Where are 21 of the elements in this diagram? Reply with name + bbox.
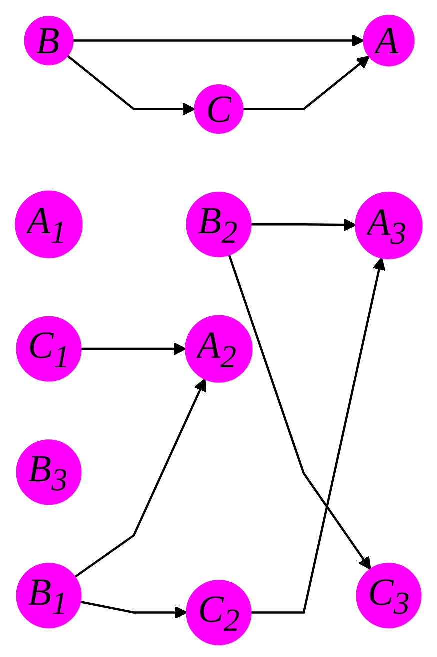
- node-circle: A: [362, 15, 414, 67]
- arrow: [250, 257, 386, 614]
- arrow: [228, 254, 371, 570]
- node-circle: C$_{3}$: [356, 563, 422, 629]
- node-circle: A$_{3}$: [354, 192, 422, 260]
- node-circle: C$_{2}$: [186, 580, 252, 646]
- node-circle: B$_{3}$: [16, 440, 82, 506]
- node-circle: C$_{1}$: [16, 316, 82, 382]
- node-circle: B$_{1}$: [16, 563, 82, 629]
- node-circle: B$_{2}$: [186, 192, 252, 258]
- arrow: [250, 218, 356, 232]
- node-circle: A$_{1}$: [14, 190, 82, 258]
- arrow: [72, 34, 364, 48]
- node-circle: C: [194, 84, 244, 134]
- node-circle: A$_{2}$: [184, 315, 252, 383]
- arrow: [74, 378, 206, 578]
- arrow: [66, 54, 196, 116]
- node-circle: B: [24, 16, 74, 66]
- arrow: [80, 342, 186, 356]
- arrow: [242, 56, 370, 110]
- arrow: [80, 600, 188, 620]
